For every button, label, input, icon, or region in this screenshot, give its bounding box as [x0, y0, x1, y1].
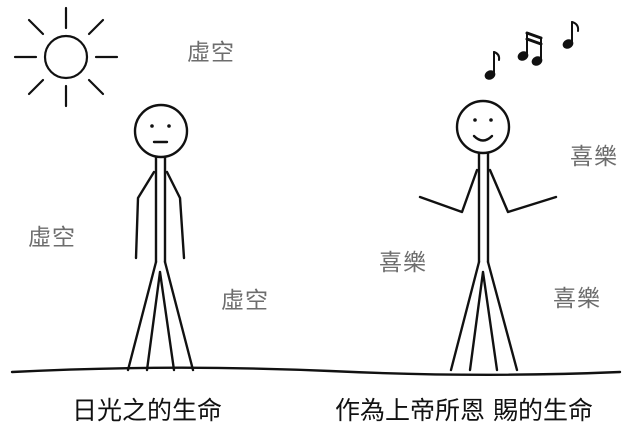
eye-left-1 — [150, 124, 154, 128]
arm-right-inner — [488, 168, 558, 214]
arm-left-inner — [165, 170, 186, 260]
head-right — [455, 99, 511, 155]
caption-right: 作為上帝所恩 賜的生命 — [335, 396, 593, 425]
torso-right — [477, 151, 490, 264]
stick-figure-left — [126, 103, 195, 372]
floating-word-joy-3: 喜樂 — [553, 286, 601, 312]
floating-word-joy-2: 喜樂 — [379, 250, 427, 276]
leg-right-2 — [486, 260, 519, 372]
floating-word-vanity-3: 虛空 — [221, 288, 269, 314]
leg-right-1 — [449, 260, 481, 372]
floating-word-joy-1: 喜樂 — [570, 144, 618, 170]
floating-word-vanity-2: 虛空 — [28, 225, 76, 251]
sun-icon — [13, 6, 119, 108]
eye-left-2 — [167, 124, 171, 128]
leg-left-1 — [126, 260, 158, 372]
leg-left-2 — [163, 260, 195, 372]
head-left — [133, 103, 189, 159]
arm-right-outer — [418, 168, 479, 214]
caption-left: 日光之的生命 — [72, 396, 223, 425]
music-notes-icon — [484, 21, 580, 80]
torso-left — [154, 155, 167, 264]
mouth-smile — [472, 134, 494, 142]
floating-word-vanity-1: 虛空 — [187, 40, 235, 66]
eye-right-2 — [489, 118, 493, 122]
ground-line — [10, 366, 622, 376]
arm-left-outer — [134, 170, 156, 260]
eye-right-1 — [473, 118, 477, 122]
stick-figure-right — [418, 99, 558, 372]
